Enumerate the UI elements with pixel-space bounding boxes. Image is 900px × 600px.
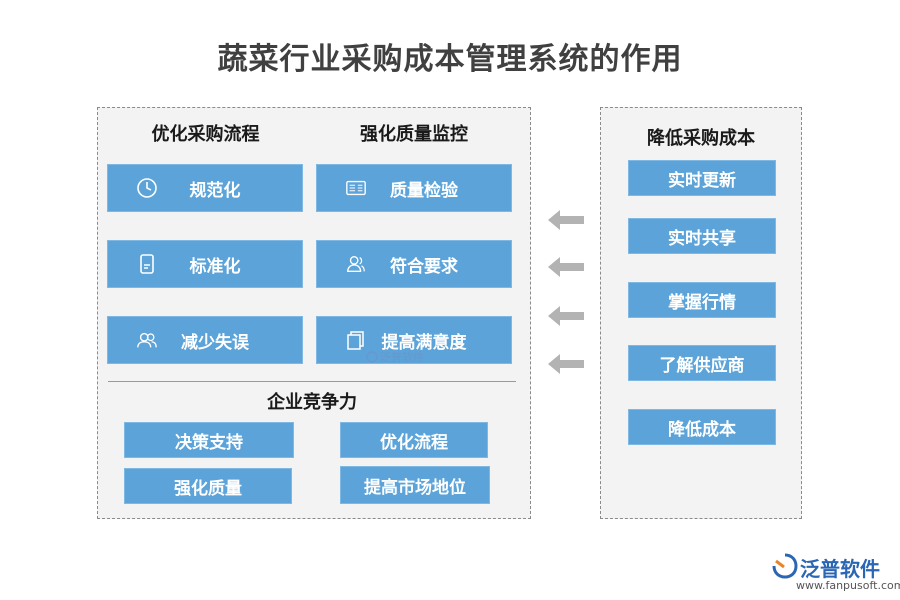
box-label: 决策支持 bbox=[175, 432, 243, 453]
arrow-left-icon bbox=[548, 210, 584, 230]
box-decision-support: 决策支持 bbox=[124, 422, 294, 458]
col2-heading: 强化质量监控 bbox=[360, 124, 468, 145]
box-label: 降低成本 bbox=[668, 419, 736, 440]
right-heading: 降低采购成本 bbox=[647, 128, 755, 149]
arrow-left-icon bbox=[548, 306, 584, 326]
box-label: 标准化 bbox=[189, 256, 241, 277]
brand-logo: 泛普软件 www.fanpusoft.com bbox=[772, 551, 900, 593]
bottom-heading: 企业竞争力 bbox=[267, 392, 357, 413]
box-reduce-cost: 降低成本 bbox=[628, 409, 776, 445]
box-quality-inspection: 质量检验 bbox=[316, 164, 512, 212]
box-reduce-errors: 减少失误 bbox=[107, 316, 303, 364]
pages-icon bbox=[345, 329, 367, 351]
id-card-icon bbox=[345, 177, 367, 199]
box-know-suppliers: 了解供应商 bbox=[628, 345, 776, 381]
box-label: 规范化 bbox=[189, 180, 241, 201]
divider bbox=[108, 381, 516, 382]
box-label: 符合要求 bbox=[390, 256, 458, 277]
box-label: 质量检验 bbox=[390, 180, 458, 201]
box-label: 提高市场地位 bbox=[364, 477, 466, 498]
page-title: 蔬菜行业采购成本管理系统的作用 bbox=[217, 42, 683, 77]
users-icon bbox=[136, 329, 158, 351]
box-label: 掌握行情 bbox=[668, 292, 736, 313]
logo-mark-icon bbox=[772, 553, 798, 579]
arrow-left-icon bbox=[548, 257, 584, 277]
box-standardize: 规范化 bbox=[107, 164, 303, 212]
box-realtime-update: 实时更新 bbox=[628, 160, 776, 196]
box-meet-requirements: 符合要求 bbox=[316, 240, 512, 288]
col1-heading: 优化采购流程 bbox=[151, 124, 260, 145]
watermark-text: 泛普软件 bbox=[380, 351, 424, 364]
document-icon bbox=[136, 253, 158, 275]
box-market-trend: 掌握行情 bbox=[628, 282, 776, 318]
box-label: 实时更新 bbox=[668, 170, 736, 191]
watermark-logo-icon bbox=[366, 351, 378, 363]
box-normalize: 标准化 bbox=[107, 240, 303, 288]
logo-brand-text: 泛普软件 bbox=[800, 557, 880, 581]
arrow-left-icon bbox=[548, 354, 584, 374]
box-optimize-process: 优化流程 bbox=[340, 422, 488, 458]
clock-icon bbox=[136, 177, 158, 199]
box-label: 实时共享 bbox=[668, 228, 736, 249]
box-label: 强化质量 bbox=[174, 478, 242, 499]
box-label: 了解供应商 bbox=[659, 355, 745, 376]
box-label: 提高满意度 bbox=[381, 332, 467, 353]
box-strengthen-quality: 强化质量 bbox=[124, 468, 292, 504]
user-icon bbox=[345, 253, 367, 275]
box-improve-market-position: 提高市场地位 bbox=[340, 466, 490, 504]
watermark: 泛普软件 bbox=[366, 349, 424, 365]
box-label: 优化流程 bbox=[380, 432, 448, 453]
box-label: 减少失误 bbox=[181, 332, 249, 353]
box-realtime-share: 实时共享 bbox=[628, 218, 776, 254]
box-improve-satisfaction: 提高满意度 bbox=[316, 316, 512, 364]
logo-url-text: www.fanpusoft.com bbox=[796, 579, 900, 592]
